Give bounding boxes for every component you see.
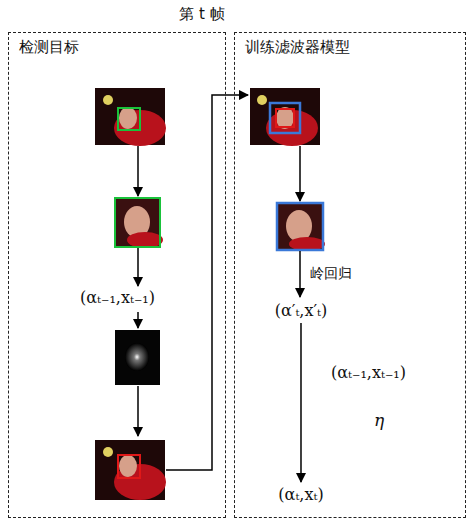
panel-heading: 训练滤波器模型 xyxy=(245,38,350,57)
crop-image xyxy=(115,198,163,248)
frame-image xyxy=(95,440,166,500)
photo-ground xyxy=(250,88,320,145)
flow-arrow xyxy=(137,312,139,328)
photo-shape xyxy=(119,107,137,129)
edge-label: (αₜ₋₁,xₜ₋₁) xyxy=(329,363,408,382)
frame-image xyxy=(250,88,320,146)
target-box xyxy=(118,108,140,130)
photo-ground xyxy=(95,440,165,500)
figure-title: 第 t 帧 xyxy=(150,5,254,24)
flow-arrow xyxy=(166,95,248,470)
step-label: 岭回归 xyxy=(308,265,354,283)
formula-node: (α′ₜ,x′ₜ) xyxy=(272,300,331,321)
photo-shape xyxy=(257,95,267,105)
crop-image xyxy=(277,203,325,251)
rate-symbol: η xyxy=(372,410,386,430)
state-label: (αₜ₋₁,xₜ₋₁) xyxy=(78,288,157,307)
photo-shape xyxy=(127,232,163,248)
map-ground xyxy=(115,330,160,385)
formula-text: (α′ₜ,x′ₜ) xyxy=(275,301,328,320)
panel-box: 检测目标 xyxy=(8,32,226,518)
flow-arrow xyxy=(137,386,139,436)
photo-shape xyxy=(103,95,113,105)
map-peak xyxy=(125,343,149,371)
photo-shape xyxy=(119,455,137,477)
flow-arrow xyxy=(299,146,301,201)
photo-shape xyxy=(103,447,113,457)
flow-arrow xyxy=(137,248,139,286)
crop-border xyxy=(277,203,323,250)
formula-text: (αₜ,xₜ) xyxy=(278,485,323,504)
photo-shape xyxy=(276,107,294,129)
panel-heading: 检测目标 xyxy=(19,38,79,57)
photo-ground xyxy=(95,88,165,145)
response-map xyxy=(115,330,160,385)
formula-node: (αₜ,xₜ) xyxy=(275,484,326,505)
result-box xyxy=(118,455,140,478)
training-box xyxy=(270,103,300,133)
flow-arrow xyxy=(300,323,302,482)
flow-arrow xyxy=(137,146,139,196)
result-box xyxy=(276,109,294,127)
frame-image xyxy=(95,88,166,146)
flow-arrow xyxy=(299,251,301,297)
crop-border xyxy=(115,198,160,247)
